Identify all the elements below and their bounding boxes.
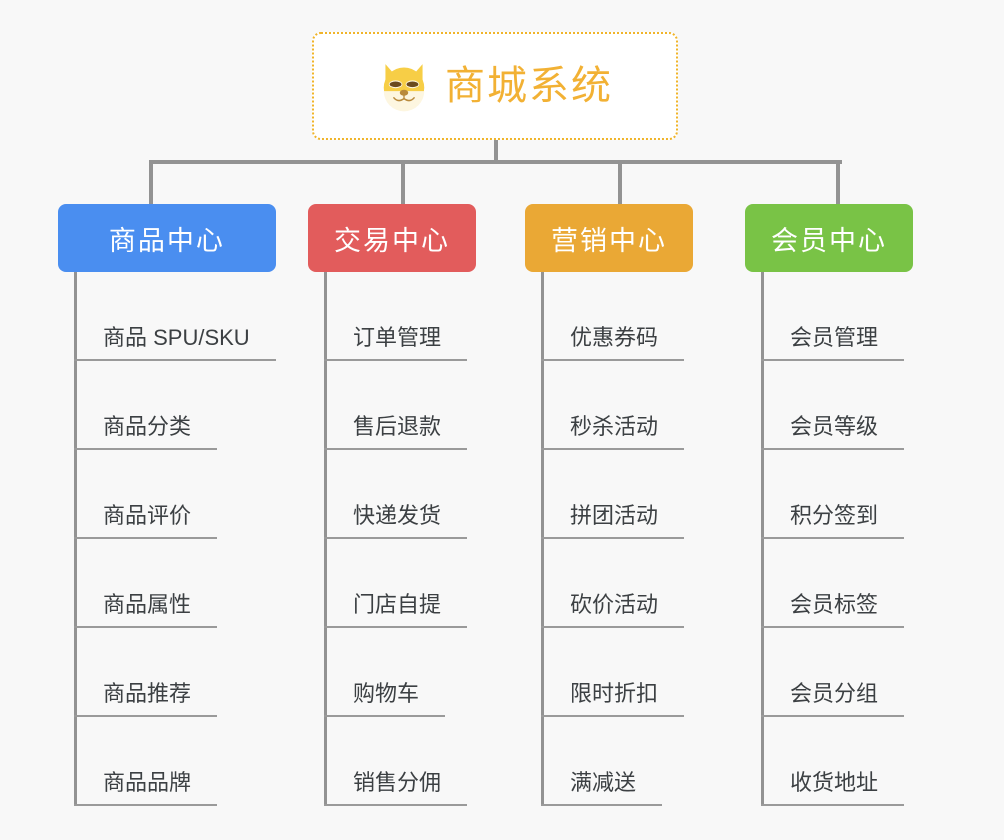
category-header-label: 交易中心 bbox=[334, 225, 450, 256]
connector-drop-4 bbox=[836, 160, 840, 206]
branch-item-label: 订单管理 bbox=[324, 327, 468, 361]
branch-item-label: 积分签到 bbox=[761, 505, 905, 539]
branch-item[interactable]: 快递发货 bbox=[308, 450, 476, 539]
branch-item-label: 商品分类 bbox=[74, 416, 218, 450]
branch-item[interactable]: 商品评价 bbox=[58, 450, 276, 539]
root-node[interactable]: 商城系统 bbox=[312, 32, 678, 140]
connector-drop-1 bbox=[149, 160, 153, 206]
branch-item-label: 满减送 bbox=[541, 772, 663, 806]
branch-trunk-line bbox=[74, 272, 77, 806]
branch-trunk-line bbox=[541, 272, 544, 806]
branch-item-label: 商品品牌 bbox=[74, 772, 218, 806]
connector-drop-3 bbox=[618, 160, 622, 206]
branch-item-label: 快递发货 bbox=[324, 505, 468, 539]
branch-item[interactable]: 优惠券码 bbox=[525, 272, 693, 361]
branch-item-label: 商品 SPU/SKU bbox=[74, 327, 276, 361]
branch-item-label: 拼团活动 bbox=[541, 505, 685, 539]
branch-item[interactable]: 积分签到 bbox=[745, 450, 913, 539]
branch-item-label: 售后退款 bbox=[324, 416, 468, 450]
branch-item-label: 会员标签 bbox=[761, 594, 905, 628]
branch-items-3: 优惠券码秒杀活动拼团活动砍价活动限时折扣满减送 bbox=[525, 272, 693, 806]
branch-item-label: 会员分组 bbox=[761, 683, 905, 717]
branch-item[interactable]: 门店自提 bbox=[308, 539, 476, 628]
branch-item-label: 商品评价 bbox=[74, 505, 218, 539]
branch-item[interactable]: 会员分组 bbox=[745, 628, 913, 717]
branch-item[interactable]: 订单管理 bbox=[308, 272, 476, 361]
branch-column-1: 商品中心商品 SPU/SKU 商品分类商品评价商品属性商品推荐商品品牌 bbox=[58, 204, 276, 806]
branch-item-label: 收货地址 bbox=[761, 772, 905, 806]
branch-item-label: 商品推荐 bbox=[74, 683, 218, 717]
branch-items-4: 会员管理会员等级积分签到会员标签会员分组收货地址 bbox=[745, 272, 913, 806]
branch-item[interactable]: 商品属性 bbox=[58, 539, 276, 628]
branch-items-1: 商品 SPU/SKU 商品分类商品评价商品属性商品推荐商品品牌 bbox=[58, 272, 276, 806]
branch-item-label: 门店自提 bbox=[324, 594, 468, 628]
branch-items-2: 订单管理售后退款快递发货门店自提购物车销售分佣 bbox=[308, 272, 476, 806]
branch-item-label: 秒杀活动 bbox=[541, 416, 685, 450]
branch-item[interactable]: 会员标签 bbox=[745, 539, 913, 628]
branch-trunk-line bbox=[324, 272, 327, 806]
branch-item-label: 砍价活动 bbox=[541, 594, 685, 628]
branch-item[interactable]: 销售分佣 bbox=[308, 717, 476, 806]
branch-item-label: 商品属性 bbox=[74, 594, 218, 628]
branch-item[interactable]: 会员等级 bbox=[745, 361, 913, 450]
branch-item-label: 会员管理 bbox=[761, 327, 905, 361]
connector-drop-2 bbox=[401, 160, 405, 206]
branch-item[interactable]: 购物车 bbox=[308, 628, 476, 717]
branch-item-label: 销售分佣 bbox=[324, 772, 468, 806]
branch-item-label: 优惠券码 bbox=[541, 327, 685, 361]
branch-item-label: 会员等级 bbox=[761, 416, 905, 450]
branch-column-4: 会员中心会员管理会员等级积分签到会员标签会员分组收货地址 bbox=[745, 204, 913, 806]
connector-root-stem bbox=[494, 140, 498, 164]
branch-item[interactable]: 会员管理 bbox=[745, 272, 913, 361]
root-title: 商城系统 bbox=[445, 64, 613, 108]
branch-item-label: 购物车 bbox=[324, 683, 446, 717]
branch-item[interactable]: 商品 SPU/SKU bbox=[58, 272, 276, 361]
branch-item[interactable]: 限时折扣 bbox=[525, 628, 693, 717]
category-header-label: 商品中心 bbox=[108, 225, 225, 256]
category-header-label: 营销中心 bbox=[551, 225, 667, 256]
shiba-inu-dog-face-icon bbox=[383, 64, 425, 112]
branch-column-3: 营销中心优惠券码秒杀活动拼团活动砍价活动限时折扣满减送 bbox=[525, 204, 693, 806]
branch-item[interactable]: 商品分类 bbox=[58, 361, 276, 450]
branch-item[interactable]: 拼团活动 bbox=[525, 450, 693, 539]
category-header-1[interactable]: 商品中心 bbox=[58, 204, 276, 272]
branch-item[interactable]: 砍价活动 bbox=[525, 539, 693, 628]
branch-trunk-line bbox=[761, 272, 764, 806]
branch-item[interactable]: 商品推荐 bbox=[58, 628, 276, 717]
branch-item[interactable]: 收货地址 bbox=[745, 717, 913, 806]
category-header-3[interactable]: 营销中心 bbox=[525, 204, 693, 272]
branch-item[interactable]: 秒杀活动 bbox=[525, 361, 693, 450]
branch-item[interactable]: 售后退款 bbox=[308, 361, 476, 450]
branch-item-label: 限时折扣 bbox=[541, 683, 685, 717]
branch-item[interactable]: 商品品牌 bbox=[58, 717, 276, 806]
category-header-label: 会员中心 bbox=[771, 225, 887, 256]
category-header-2[interactable]: 交易中心 bbox=[308, 204, 476, 272]
category-header-4[interactable]: 会员中心 bbox=[745, 204, 913, 272]
branch-column-2: 交易中心订单管理售后退款快递发货门店自提购物车销售分佣 bbox=[308, 204, 476, 806]
connector-horizontal-bus bbox=[149, 160, 842, 164]
branch-item[interactable]: 满减送 bbox=[525, 717, 693, 806]
